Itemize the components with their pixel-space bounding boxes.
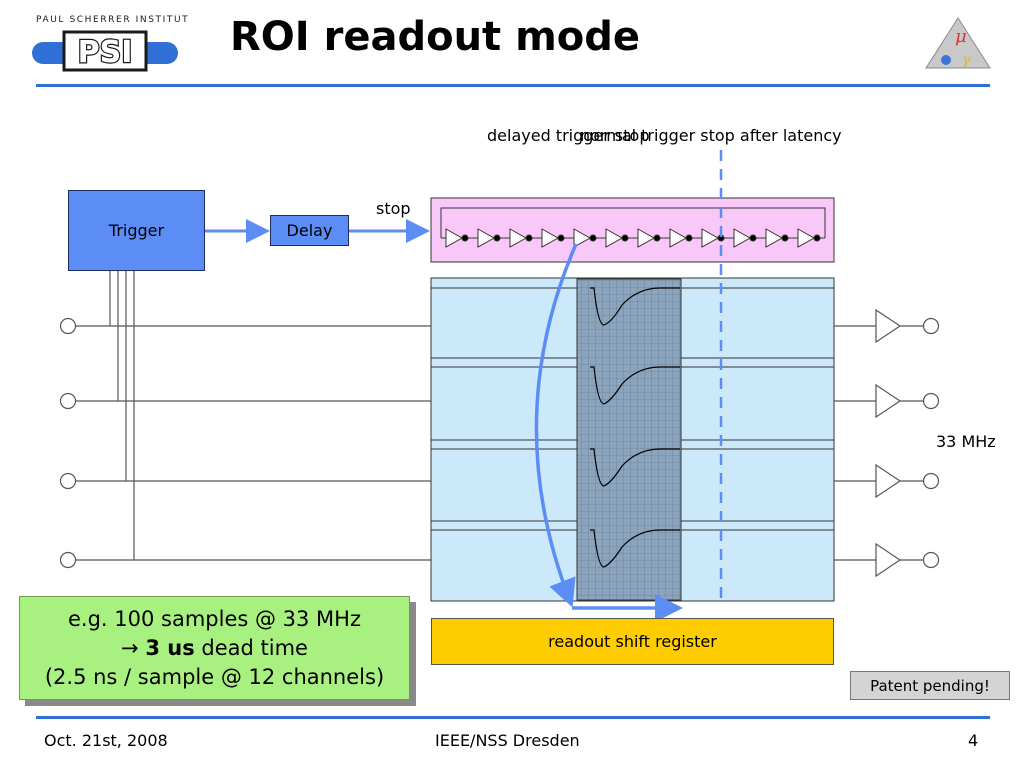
stop-label: stop xyxy=(376,199,411,218)
note-line-3: (2.5 ns / sample @ 12 channels) xyxy=(44,664,385,689)
trigger-taps xyxy=(109,271,135,560)
pulse-waveforms xyxy=(590,287,680,568)
page-number: 4 xyxy=(968,731,979,750)
buffer-icon xyxy=(875,383,902,419)
delay-box: Delay xyxy=(270,215,349,246)
svg-text:μ: μ xyxy=(955,26,967,47)
note-box: e.g. 100 samples @ 33 MHz → 3 us dead ti… xyxy=(19,596,410,700)
delayed-trigger-label: delayed trigger stop xyxy=(487,126,650,145)
dead-time-value: 3 us xyxy=(145,635,195,660)
buffer-icon xyxy=(875,463,902,499)
svg-text:γ: γ xyxy=(962,52,971,68)
output-buffers xyxy=(834,308,940,578)
readout-shift-register: readout shift register xyxy=(431,618,834,665)
readout-path-arrow xyxy=(534,243,578,608)
page-title: ROI readout mode xyxy=(230,14,641,60)
domino-ring xyxy=(430,197,835,263)
domino-cells xyxy=(445,228,821,248)
arrow-icon: → xyxy=(121,635,139,660)
footer-date: Oct. 21st, 2008 xyxy=(44,731,168,750)
buffer-icon xyxy=(875,308,902,344)
patent-badge: Patent pending! xyxy=(850,671,1010,700)
logo-text: PSI xyxy=(78,35,133,70)
input-lines xyxy=(59,317,431,569)
note-line-2: → 3 us dead time xyxy=(121,634,308,663)
footer-conference: IEEE/NSS Dresden xyxy=(435,731,580,750)
trigger-box: Trigger xyxy=(68,190,205,271)
dead-time-label: dead time xyxy=(194,635,308,660)
corner-logo-icon: μ γ xyxy=(925,17,991,69)
logo-caption: PAUL SCHERRER INSTITUT xyxy=(36,15,190,25)
psi-logo: PSI xyxy=(32,30,178,72)
clock-label: 33 MHz xyxy=(936,432,996,451)
note-line-1: e.g. 100 samples @ 33 MHz xyxy=(67,606,361,631)
buffer-icon xyxy=(875,542,902,578)
channel-array xyxy=(430,277,835,602)
normal-trigger-label: normal trigger stop after latency xyxy=(580,126,842,145)
